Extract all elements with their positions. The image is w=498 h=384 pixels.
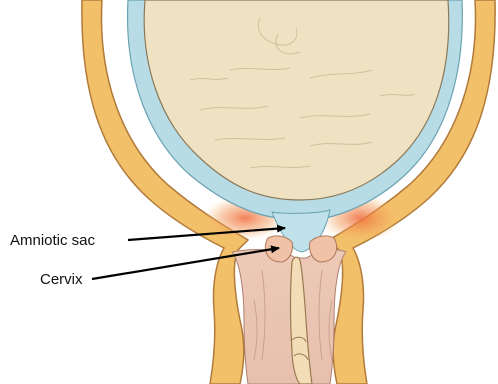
cervix-lip-right xyxy=(309,236,336,262)
label-cervix: Cervix xyxy=(40,271,83,288)
vaginal-canal xyxy=(232,250,346,384)
label-amniotic-sac: Amniotic sac xyxy=(10,232,96,249)
